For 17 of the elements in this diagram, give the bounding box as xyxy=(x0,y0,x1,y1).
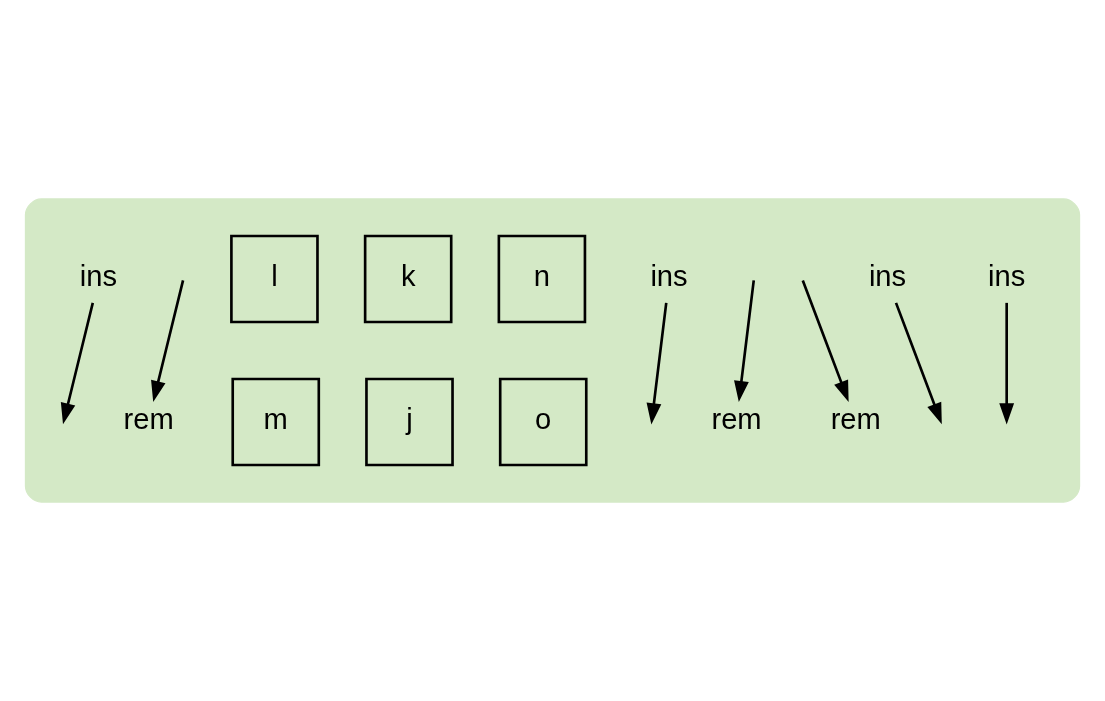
node-text: ins xyxy=(79,260,117,293)
arrow xyxy=(151,280,185,403)
node-text: ins xyxy=(868,260,907,293)
arrow xyxy=(801,279,849,402)
node-text: rem xyxy=(711,403,762,436)
node-box: m xyxy=(231,377,321,467)
node-box: k xyxy=(363,234,453,324)
node-text: ins xyxy=(650,260,688,293)
node-box: l xyxy=(230,234,319,324)
node-box: n xyxy=(497,234,587,324)
node-box: o xyxy=(498,377,588,467)
cluster xyxy=(24,198,1081,503)
node-text: rem xyxy=(830,403,881,436)
node-box: j xyxy=(365,377,454,467)
arrow xyxy=(734,280,756,403)
node-text: rem xyxy=(123,403,174,436)
node-text: ins xyxy=(988,260,1026,293)
